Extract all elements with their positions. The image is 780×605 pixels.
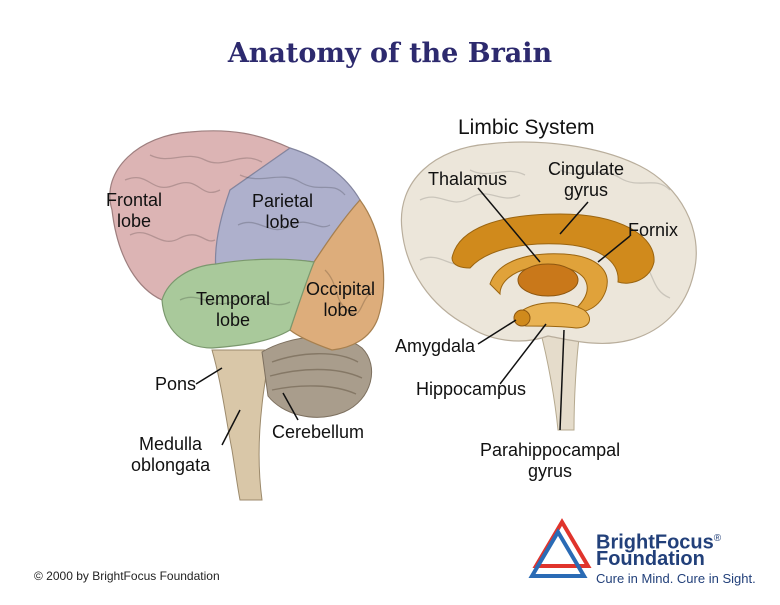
label-parietal-lobe: Parietal lobe xyxy=(252,191,314,232)
occipital-lobe-region xyxy=(289,199,385,351)
brightfocus-logo-icon xyxy=(528,518,592,578)
label-occipital-lobe: Occipital lobe xyxy=(306,279,376,320)
brainstem xyxy=(211,349,271,501)
label-cingulate-gyrus: Cingulate gyrus xyxy=(548,159,625,200)
org-name-line2: Foundation xyxy=(596,548,705,570)
label-medulla-oblongata: Medulla oblongata xyxy=(131,434,211,475)
label-thalamus: Thalamus xyxy=(428,169,508,189)
label-frontal-lobe: Frontal lobe xyxy=(106,190,163,231)
page-title: Anatomy of the Brain xyxy=(227,38,553,69)
label-cerebellum: Cerebellum xyxy=(272,422,365,442)
cerebellum xyxy=(261,336,373,418)
temporal-lobe-region xyxy=(161,258,315,349)
label-temporal-lobe: Temporal lobe xyxy=(196,289,271,330)
org-tagline: Cure in Mind. Cure in Sight. xyxy=(596,571,756,586)
label-amygdala: Amygdala xyxy=(395,336,476,356)
label-hippocampus: Hippocampus xyxy=(416,379,527,399)
thalamus-shape xyxy=(517,263,579,297)
right-brain-diagram xyxy=(400,141,697,431)
org-name-line1: BrightFocus® xyxy=(596,531,722,554)
label-pons: Pons xyxy=(155,374,197,394)
copyright-notice: © 2000 by BrightFocus Foundation xyxy=(34,569,220,583)
limbic-system-heading: Limbic System xyxy=(458,116,595,139)
brainstem-right xyxy=(539,329,581,431)
cingulate-gyrus-shape xyxy=(451,213,655,284)
amygdala-shape xyxy=(513,309,531,327)
label-parahippocampal-gyrus: Parahippocampal gyrus xyxy=(480,440,621,481)
left-brain-diagram xyxy=(109,130,385,501)
label-fornix: Fornix xyxy=(628,220,679,240)
